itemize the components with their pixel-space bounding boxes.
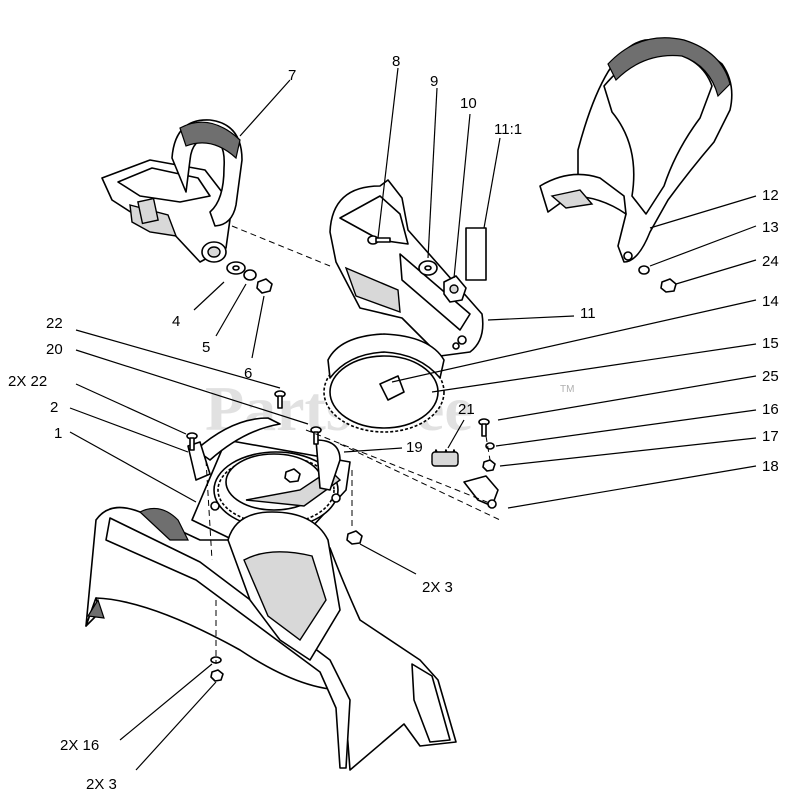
- part-14-chute-ring: [323, 333, 445, 433]
- callout-14: 14: [762, 293, 779, 310]
- callout-12: 12: [762, 187, 779, 204]
- part-4-washer: [226, 261, 246, 275]
- callout-6: 6: [244, 365, 252, 382]
- part-6-nut: [256, 278, 273, 294]
- callout-5: 5: [202, 339, 210, 356]
- callout-18: 18: [762, 458, 779, 475]
- assembly-dashed-lines: [205, 225, 501, 664]
- part-25-bolt: [478, 418, 490, 437]
- part-5-lockwasher: [243, 269, 257, 281]
- callout-11-1: 11:1: [494, 121, 522, 138]
- part-7-chute-deflector-left: [101, 119, 243, 263]
- callout-15: 15: [762, 335, 779, 352]
- part-10-knob: [443, 275, 467, 303]
- callout-20: 20: [46, 341, 63, 358]
- callout-24: 24: [762, 253, 779, 270]
- callout-4: 4: [172, 313, 180, 330]
- part-11-upper-chute: [329, 179, 484, 357]
- watermark-trademark: TM: [560, 384, 574, 395]
- callout-2: 2: [50, 399, 58, 416]
- callout-21: 21: [458, 401, 475, 418]
- part-17-nut: [482, 459, 496, 472]
- callout-2x3-bottom: 2X 3: [86, 776, 117, 793]
- part-11-1-decal: [465, 227, 487, 281]
- part-13-washer: [638, 265, 650, 275]
- callout-11: 11: [580, 305, 596, 322]
- callout-2x22: 2X 22: [8, 373, 47, 390]
- callout-1: 1: [54, 425, 62, 442]
- callout-22: 22: [46, 315, 63, 332]
- part-12-chute-deflector-right: [539, 37, 733, 263]
- auger-housing: [85, 506, 457, 771]
- callout-8: 8: [392, 53, 400, 70]
- part-3-nut-pair-upper: [284, 468, 363, 545]
- part-22-screw: [274, 390, 286, 409]
- part-24-nut: [660, 278, 677, 293]
- callout-10: 10: [460, 95, 477, 112]
- part-3-nut-pair-lower: [210, 669, 224, 682]
- part-21-latch: [463, 475, 499, 509]
- part-8-carriage-bolt: [367, 235, 391, 245]
- callout-16: 16: [762, 401, 779, 418]
- callout-2x16: 2X 16: [60, 737, 99, 754]
- callout-7: 7: [288, 67, 296, 84]
- part-2-clip: [187, 441, 211, 481]
- part-19-spring: [431, 449, 459, 467]
- callout-13: 13: [762, 219, 779, 236]
- callout-labels: 7 8 9 10 11:1 12 13 24 11 14 15 25 16 17…: [8, 53, 779, 793]
- part-9-washer: [418, 260, 438, 276]
- part-22-screw-pair: [186, 426, 322, 451]
- callout-25: 25: [762, 368, 779, 385]
- leader-lines: [69, 67, 757, 771]
- callout-9: 9: [430, 73, 438, 90]
- callout-17: 17: [762, 428, 779, 445]
- part-20-bracket: [195, 417, 341, 491]
- callout-19: 19: [406, 439, 423, 456]
- callout-2x3-right: 2X 3: [422, 579, 453, 596]
